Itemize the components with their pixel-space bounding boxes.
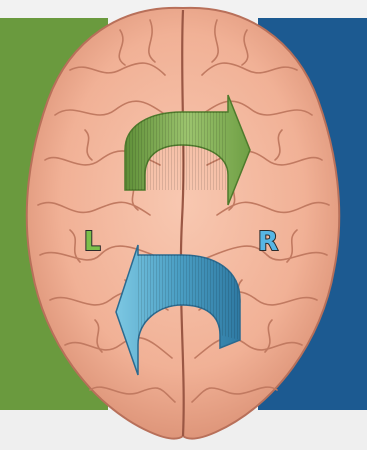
left-hemisphere-label: L bbox=[84, 229, 101, 255]
brain-shape bbox=[27, 8, 339, 439]
right-hemisphere-label: R bbox=[258, 229, 278, 255]
